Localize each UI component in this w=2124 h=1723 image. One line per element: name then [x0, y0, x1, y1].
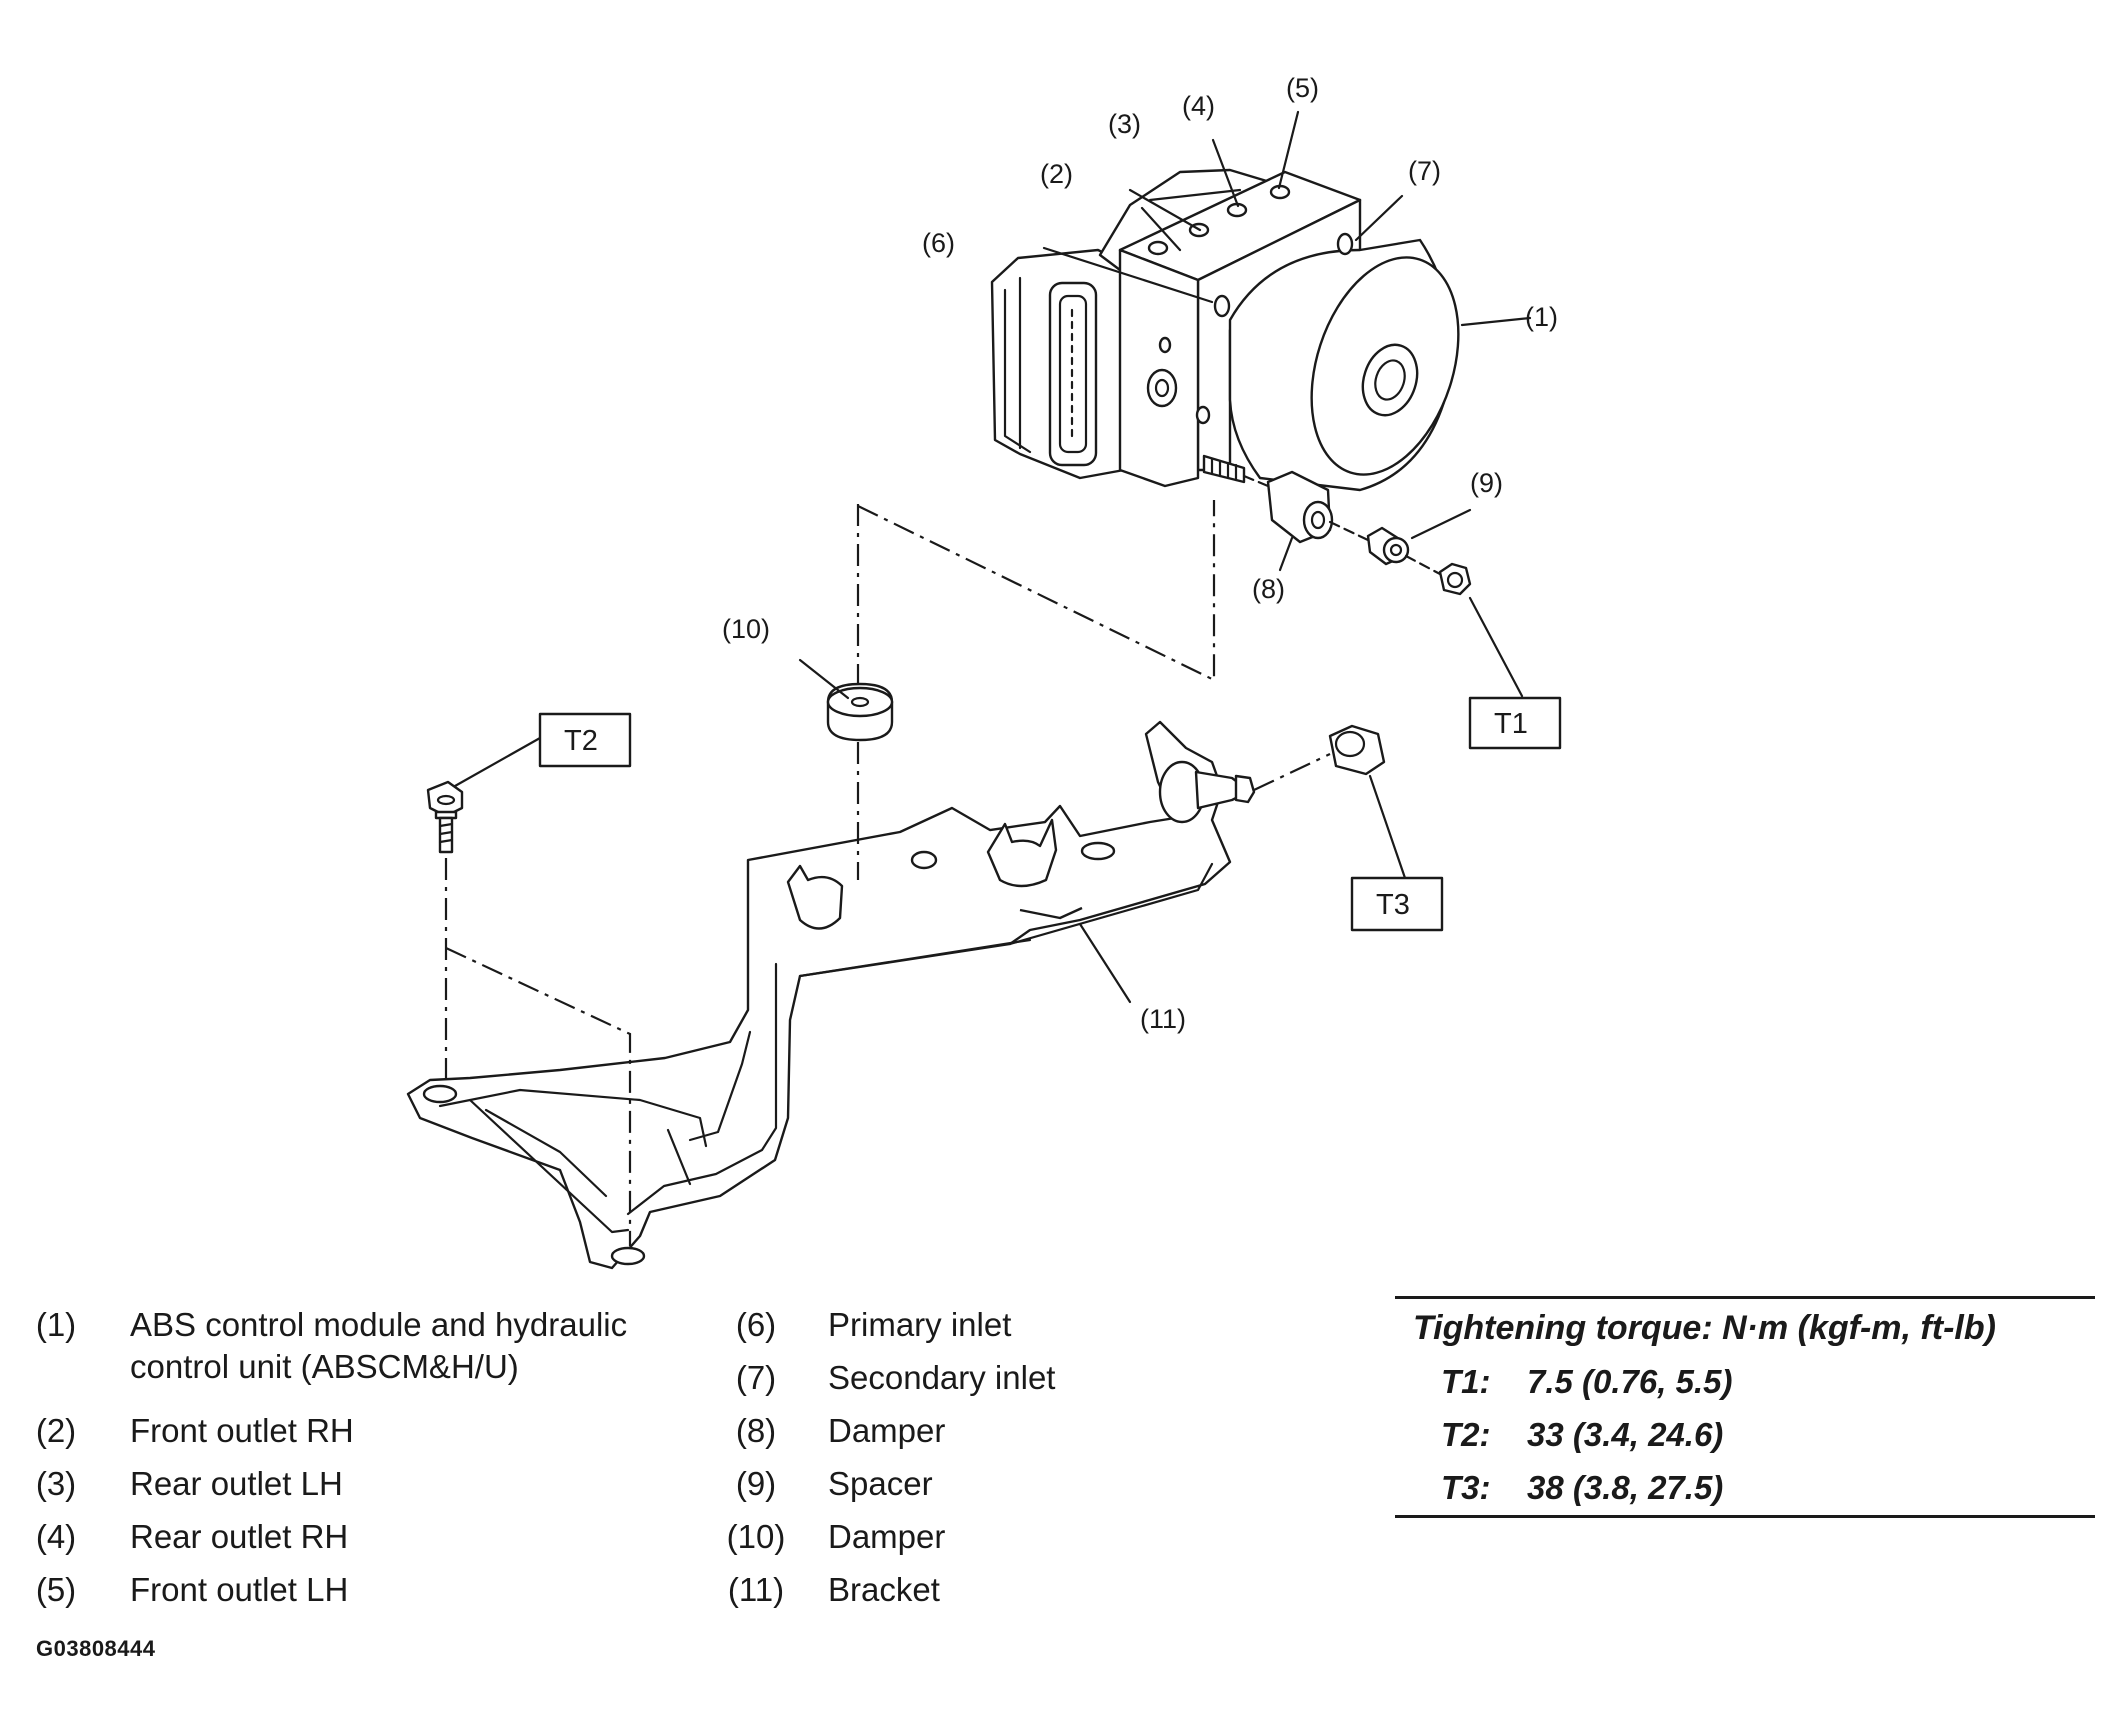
callout-8: (8) [1252, 574, 1285, 604]
abs-control-module-and-hydraulic-unit [990, 168, 1460, 492]
callout-2: (2) [1040, 159, 1073, 189]
abs-unit-exploded-diagram: (1) (2) (3) (4) (5) (6) (7) (8) (9) (10)… [406, 73, 1562, 1270]
legend-label: Rear outlet RH [130, 1518, 349, 1555]
legend-label: Bracket [828, 1571, 940, 1608]
damper-8 [1266, 470, 1334, 544]
bracket-11 [406, 720, 1256, 1270]
callout-4: (4) [1182, 91, 1215, 121]
assembly-line-module-to-bracket [857, 500, 1216, 682]
spacer-9 [1366, 526, 1410, 566]
torque-row-t3: T3: 38 (3.8, 27.5) [1441, 1469, 1723, 1507]
legend-number: (7) [735, 1359, 777, 1396]
leader-lines [453, 110, 1532, 1004]
callout-5: (5) [1286, 73, 1319, 103]
legend-number: (5) [35, 1571, 77, 1608]
nut-t3 [1328, 724, 1386, 776]
legend-label: Primary inlet [828, 1306, 1012, 1343]
torque-key: T1: [1441, 1363, 1491, 1400]
legend-number: (10) [726, 1518, 786, 1555]
svg-text:T2: T2 [564, 725, 598, 757]
svg-text:T1: T1 [1494, 708, 1528, 740]
torque-box-t3: T3 [1350, 876, 1444, 932]
legend-number: (9) [735, 1465, 777, 1502]
torque-key: T3: [1441, 1469, 1491, 1506]
legend-label: ABS control module and hydraulic [130, 1306, 628, 1343]
torque-table-title: Tightening torque: N·m (kgf-m, ft-lb) [1413, 1309, 1996, 1347]
callout-9: (9) [1470, 468, 1503, 498]
legend-label: Secondary inlet [828, 1359, 1056, 1396]
legend-label: Spacer [828, 1465, 933, 1502]
torque-key: T2: [1441, 1416, 1491, 1453]
torque-box-t2: T2 [538, 712, 632, 768]
legend-number: (4) [35, 1518, 77, 1555]
tightening-torque-table: Tightening torque: N·m (kgf-m, ft-lb) T1… [1395, 1296, 2095, 1518]
assembly-line-bolt-to-hole [445, 947, 632, 1246]
legend-number: (8) [735, 1412, 777, 1449]
legend-label: Front outlet LH [130, 1571, 349, 1608]
svg-text:T3: T3 [1376, 889, 1410, 921]
callout-3: (3) [1108, 109, 1141, 139]
callout-7: (7) [1408, 156, 1441, 186]
legend-number: (6) [735, 1306, 777, 1343]
torque-value: 33 (3.4, 24.6) [1527, 1416, 1724, 1453]
callout-6: (6) [922, 228, 955, 258]
legend-label: Damper [828, 1518, 946, 1555]
assembly-line-nut-t3 [1253, 753, 1331, 791]
bolt-t2 [426, 780, 464, 854]
legend-label: Damper [828, 1412, 946, 1449]
legend-label-continued: control unit (ABSCM&H/U) [130, 1348, 519, 1385]
torque-row-t1: T1: 7.5 (0.76, 5.5) [1441, 1363, 1732, 1401]
callout-11: (11) [1140, 1004, 1186, 1034]
figure-code: G03808444 [36, 1636, 156, 1661]
nut-t1 [1438, 562, 1472, 596]
damper-10 [826, 682, 894, 742]
legend-number: (3) [35, 1465, 77, 1502]
legend-label: Front outlet RH [130, 1412, 354, 1449]
callout-10: (10) [722, 614, 770, 644]
torque-row-t2: T2: 33 (3.4, 24.6) [1441, 1416, 1723, 1454]
legend-number: (2) [35, 1412, 77, 1449]
torque-value: 38 (3.8, 27.5) [1527, 1469, 1724, 1506]
legend-number: (1) [35, 1306, 77, 1343]
legend-number: (11) [727, 1571, 785, 1608]
legend-label: Rear outlet LH [130, 1465, 343, 1502]
torque-value: 7.5 (0.76, 5.5) [1527, 1363, 1733, 1400]
callout-1: (1) [1525, 302, 1558, 332]
torque-box-t1: T1 [1468, 696, 1562, 750]
